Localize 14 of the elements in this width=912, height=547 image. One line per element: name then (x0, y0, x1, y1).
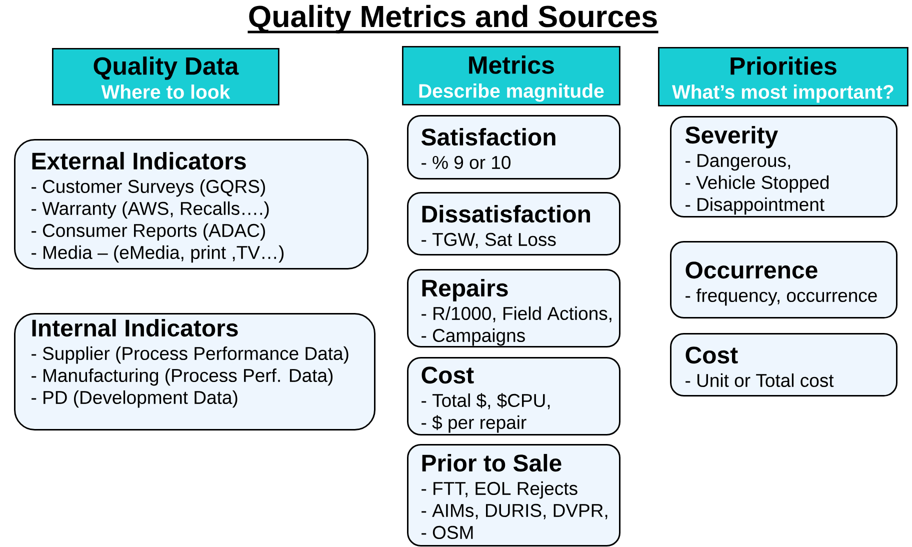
info-box: Satisfaction - % 9 or 10 (407, 115, 620, 180)
info-box: Cost - Total $, $CPU, - $ per repair (407, 357, 620, 436)
info-box: Prior to Sale - FTT, EOL Rejects - AIMs, DURIS, DVPR, - OSM (407, 444, 620, 546)
header-box: Metrics Describe magnitude (402, 46, 620, 106)
header-box: Priorities What’s most important? (658, 47, 908, 106)
info-box: Cost - Unit or Total cost (670, 333, 898, 396)
info-box: Internal Indicators - Supplier (Process Performance Data) - Manufacturing (Process Perf. Data) - PD (Development Data) (14, 313, 376, 430)
header-box: Quality Data Where to look (52, 48, 280, 106)
info-box: Severity - Dangerous, - Vehicle Stopped - Disappointment (670, 116, 898, 218)
info-box: External Indicators - Customer Surveys (GQRS) - Warranty (AWS, Recalls….) - Consumer Reports (ADAC) - Media – (eMedia, print ,TV…) (14, 139, 368, 270)
info-box: Dissatisfaction - TGW, Sat Loss (407, 192, 620, 256)
diagram-title: Quality Metrics and Sources (248, 4, 658, 34)
info-box: Repairs - R/1000, Field Actions, - Campaigns (407, 269, 620, 348)
info-box: Occurrence - frequency, occurrence (670, 241, 898, 318)
